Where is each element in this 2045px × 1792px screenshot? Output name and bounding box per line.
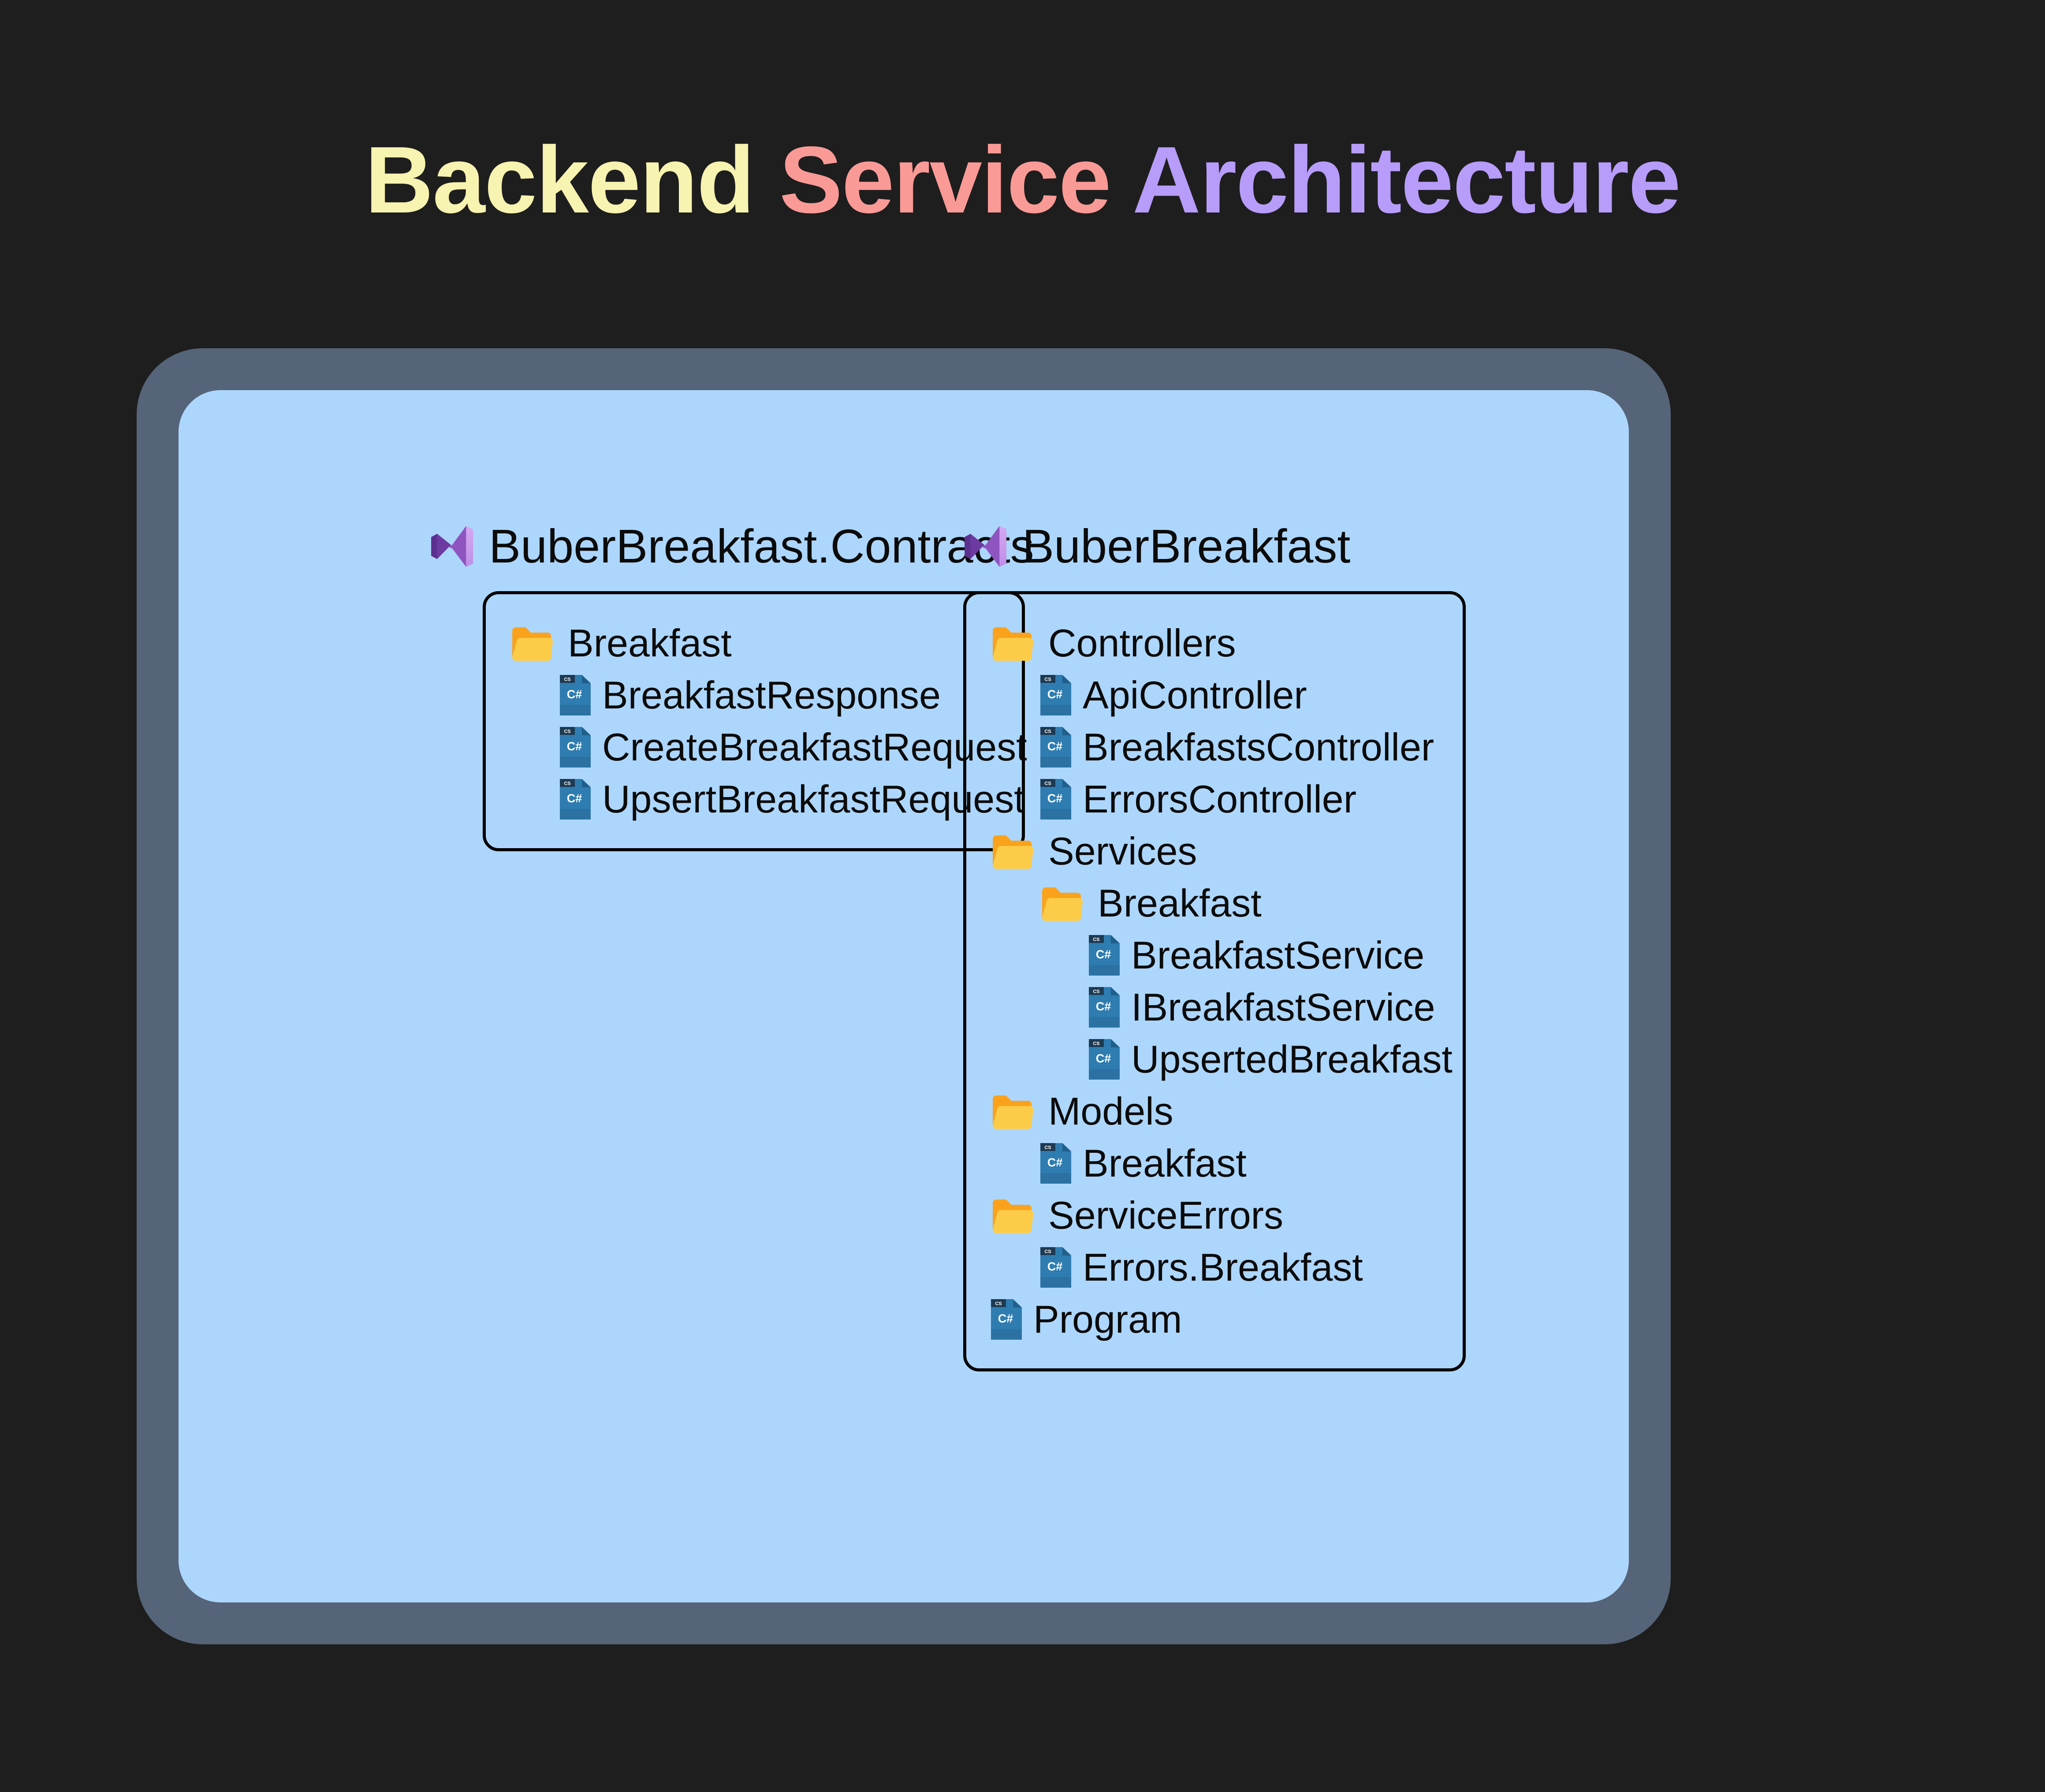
svg-text:CS: CS: [1044, 1145, 1051, 1151]
project-columns: BuberBreakfast.Contracts Breakfast CS C#…: [179, 390, 1629, 1602]
tree-folder-row[interactable]: Breakfast: [991, 877, 1434, 929]
tree-item-label: UpsertBreakfastRequest: [602, 777, 1025, 821]
project-header: BuberBreakfast.Contracts: [430, 522, 1034, 570]
tree-item-label: ErrorsController: [1083, 777, 1357, 821]
architecture-card-frame: BuberBreakfast.Contracts Breakfast CS C#…: [137, 348, 1671, 1644]
tree-file-row[interactable]: CS C# Program: [991, 1293, 1434, 1345]
svg-text:C#: C#: [998, 1312, 1013, 1325]
folder-icon: [993, 627, 1033, 661]
tree-folder-row[interactable]: Services: [991, 825, 1434, 877]
project-name: BuberBreakfast: [1022, 519, 1351, 573]
tree-file-row[interactable]: CS C# UpsertBreakfastRequest: [510, 773, 1025, 825]
architecture-card-surface: BuberBreakfast.Contracts Breakfast CS C#…: [179, 390, 1629, 1602]
tree-item-label: Services: [1048, 829, 1197, 873]
tree-file-row[interactable]: CS C# UpsertedBreakfast: [991, 1033, 1453, 1085]
svg-text:C#: C#: [1047, 1156, 1063, 1169]
tree-item-label: BreakfastService: [1131, 933, 1425, 977]
csharp-file-icon: CS C#: [560, 779, 591, 820]
tree-file-row[interactable]: CS C# ApiController: [991, 669, 1434, 721]
tree-item-label: UpsertedBreakfast: [1131, 1037, 1453, 1081]
tree-item-label: Models: [1048, 1089, 1173, 1133]
tree-file-row[interactable]: CS C# BreakfastResponse: [510, 669, 994, 721]
tree-item-label: ServiceErrors: [1048, 1193, 1283, 1237]
tree-item-label: Controllers: [1048, 621, 1236, 665]
csharp-file-icon: CS C#: [1040, 727, 1071, 767]
tree-folder-row[interactable]: ServiceErrors: [991, 1189, 1434, 1241]
tree-item-label: BreakfastsController: [1083, 725, 1434, 769]
tree-item-label: ApiController: [1083, 673, 1307, 717]
svg-text:CS: CS: [1044, 781, 1051, 786]
svg-text:CS: CS: [1093, 989, 1099, 995]
svg-text:C#: C#: [1096, 1052, 1111, 1065]
svg-text:C#: C#: [1096, 1000, 1111, 1013]
svg-text:C#: C#: [567, 740, 582, 753]
svg-text:CS: CS: [1044, 677, 1051, 682]
svg-text:CS: CS: [1044, 729, 1051, 734]
csharp-file-icon: CS C#: [991, 1299, 1022, 1340]
project-tree-box: Breakfast CS C# BreakfastResponse CS C# …: [483, 591, 1027, 851]
tree-folder-row[interactable]: Breakfast: [510, 617, 994, 669]
csharp-file-icon: CS C#: [1040, 1247, 1071, 1288]
tree-item-label: CreateBreakfastRequest: [602, 725, 1027, 769]
csharp-file-icon: CS C#: [1089, 935, 1120, 976]
project-header: BuberBreakfast: [963, 522, 1466, 570]
tree-file-row[interactable]: CS C# CreateBreakfastRequest: [510, 721, 1027, 773]
tree-file-row[interactable]: CS C# BreakfastsController: [991, 721, 1434, 773]
svg-text:CS: CS: [564, 781, 570, 786]
tree-item-label: IBreakfastService: [1131, 985, 1435, 1029]
tree-item-label: Breakfast: [568, 621, 732, 665]
tree-folder-row[interactable]: Controllers: [991, 617, 1434, 669]
svg-text:C#: C#: [1047, 740, 1063, 753]
project-name: BuberBreakfast.Contracts: [489, 519, 1034, 573]
page-title-word-architecture: Architecture: [1132, 127, 1681, 233]
csharp-file-icon: CS C#: [1089, 987, 1120, 1028]
page-title: Backend Service Architecture: [0, 132, 2045, 227]
folder-icon: [993, 835, 1033, 869]
svg-text:C#: C#: [567, 792, 582, 805]
folder-icon: [993, 1200, 1033, 1233]
page-title-word-backend: Backend: [365, 127, 755, 233]
csharp-file-icon: CS C#: [1089, 1039, 1120, 1080]
csharp-file-icon: CS C#: [1040, 779, 1071, 820]
project-column-buberbreakfast-contracts: BuberBreakfast.Contracts Breakfast CS C#…: [425, 522, 1034, 851]
visual-studio-icon: [965, 526, 1006, 567]
project-tree-box: Controllers CS C# ApiController CS C# Br…: [963, 591, 1466, 1371]
visual-studio-icon: [431, 526, 473, 567]
tree-file-row[interactable]: CS C# IBreakfastService: [991, 981, 1435, 1033]
svg-text:C#: C#: [567, 688, 582, 701]
svg-text:C#: C#: [1047, 688, 1063, 701]
tree-item-label: Breakfast: [1098, 881, 1262, 925]
tree-item-label: Breakfast: [1083, 1141, 1247, 1185]
folder-icon: [512, 627, 553, 661]
tree-item-label: Errors.Breakfast: [1083, 1245, 1363, 1289]
csharp-file-icon: CS C#: [560, 727, 591, 767]
csharp-file-icon: CS C#: [1040, 1143, 1071, 1184]
svg-text:CS: CS: [1093, 937, 1099, 943]
folder-icon: [1042, 887, 1083, 921]
tree-folder-row[interactable]: Models: [991, 1085, 1434, 1137]
svg-text:CS: CS: [1093, 1041, 1099, 1047]
page-title-word-service: Service: [779, 127, 1111, 233]
svg-text:C#: C#: [1047, 1260, 1063, 1273]
svg-text:C#: C#: [1096, 948, 1111, 961]
svg-text:CS: CS: [995, 1301, 1002, 1307]
tree-file-row[interactable]: CS C# ErrorsController: [991, 773, 1434, 825]
svg-text:CS: CS: [1044, 1249, 1051, 1255]
project-column-buberbreakfast: BuberBreakfast Controllers CS C# ApiCont…: [959, 522, 1466, 1371]
svg-text:CS: CS: [564, 729, 570, 734]
svg-text:CS: CS: [564, 677, 570, 682]
tree-file-row[interactable]: CS C# BreakfastService: [991, 929, 1434, 981]
csharp-file-icon: CS C#: [560, 675, 591, 715]
tree-file-row[interactable]: CS C# Breakfast: [991, 1137, 1434, 1189]
tree-file-row[interactable]: CS C# Errors.Breakfast: [991, 1241, 1434, 1293]
tree-item-label: BreakfastResponse: [602, 673, 941, 717]
folder-icon: [993, 1095, 1033, 1129]
tree-item-label: Program: [1033, 1297, 1182, 1341]
svg-text:C#: C#: [1047, 792, 1063, 805]
csharp-file-icon: CS C#: [1040, 675, 1071, 715]
